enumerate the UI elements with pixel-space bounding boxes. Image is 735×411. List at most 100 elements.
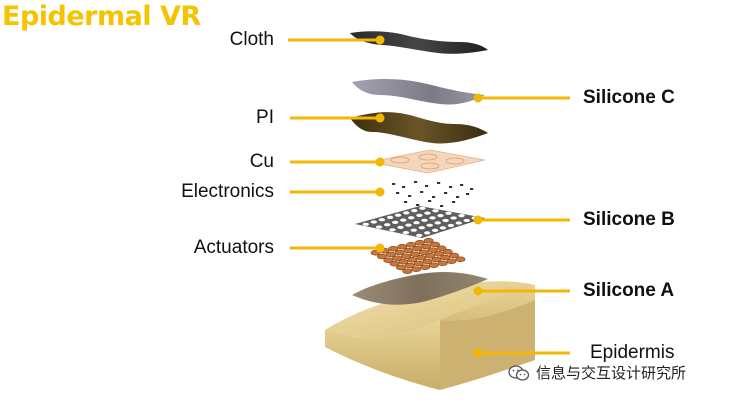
label-silicone-b: Silicone B [583, 209, 675, 230]
dot-silicone-a [473, 286, 483, 296]
silicone-b-hole [455, 221, 462, 225]
dot-cu [375, 157, 385, 167]
electronic-chip [470, 188, 474, 190]
electronic-chip [466, 193, 470, 195]
electronic-chip [414, 181, 418, 183]
electronic-chip [437, 182, 441, 184]
actuator-disc [440, 254, 451, 261]
silicone-b-hole [424, 231, 431, 235]
layer-silicone-c [352, 79, 485, 105]
electronic-chip [452, 201, 456, 203]
label-epidermis: Epidermis [590, 342, 675, 363]
actuator-disc [449, 252, 460, 259]
silicone-b-hole [429, 216, 436, 220]
actuator-disc [404, 262, 415, 269]
actuator-disc [455, 256, 466, 262]
actuator-disc [414, 240, 425, 246]
dot-actuators [375, 243, 385, 253]
silicone-b-hole [426, 223, 433, 227]
actuator-disc [403, 247, 414, 254]
actuator-disc [420, 264, 430, 270]
label-actuators: Actuators [193, 237, 274, 258]
silicone-b-hole [418, 226, 425, 230]
silicone-b-hole [437, 214, 444, 218]
electronic-chip [420, 191, 424, 193]
actuator-disc [411, 266, 422, 272]
electronic-chip [416, 204, 420, 206]
label-electronics: Electronics [181, 181, 274, 202]
actuator-disc [422, 258, 433, 265]
watermark: 信息与交互设计研究所 [508, 362, 686, 383]
diagram-title: Epidermal VR [2, 1, 201, 32]
actuator-disc [421, 243, 432, 250]
silicone-b-hole [447, 223, 455, 228]
electronic-chip [428, 200, 432, 202]
actuator-disc [401, 253, 411, 259]
silicone-b-hole [410, 228, 417, 232]
actuator-disc [407, 257, 418, 263]
actuator-disc [402, 268, 413, 274]
silicone-b-hole [416, 233, 423, 237]
silicone-b-hole [384, 223, 391, 227]
actuator-disc [431, 256, 442, 263]
layer-cloth [350, 31, 488, 54]
silicone-b-hole [442, 218, 449, 223]
layer-pi [350, 112, 488, 144]
electronic-chip [440, 205, 444, 207]
electronic-chip [425, 185, 429, 187]
actuator-disc [406, 242, 416, 248]
actuator-disc [428, 262, 439, 268]
actuator-disc [425, 253, 435, 259]
electronic-chip [460, 184, 464, 186]
silicone-b-hole [413, 221, 420, 225]
silicone-b-hole [386, 215, 394, 219]
electronic-chip [444, 192, 448, 194]
silicone-b-hole [370, 220, 377, 224]
dot-silicone-c [473, 93, 483, 103]
silicone-b-hole [400, 218, 407, 222]
actuator-disc [430, 241, 441, 248]
silicone-b-hole [389, 228, 396, 232]
layer-silicone-a [352, 271, 488, 305]
actuator-disc [436, 245, 447, 251]
actuator-disc [383, 257, 394, 263]
layer-electronics [392, 181, 474, 207]
layer-actuators [370, 238, 466, 274]
wechat-icon [508, 364, 530, 381]
silicone-b-hole [439, 226, 447, 230]
electronic-chip [402, 186, 406, 188]
silicone-b-hole [394, 213, 402, 217]
electronic-chip [432, 196, 436, 198]
electronic-chip [396, 192, 400, 194]
dot-epidermis [473, 348, 483, 358]
actuator-disc [423, 238, 434, 244]
silicone-b-hole [405, 223, 412, 227]
silicone-b-hole [402, 231, 410, 235]
silicone-b-hole [403, 211, 410, 215]
electronic-chip [392, 183, 396, 185]
silicone-b-hole [419, 206, 426, 210]
silicone-b-hole [431, 228, 439, 232]
label-silicone-c: Silicone C [583, 87, 675, 108]
silicone-b-hole [378, 218, 386, 222]
label-silicone-a: Silicone A [583, 280, 675, 301]
label-cu: Cu [249, 151, 274, 172]
dot-pi [375, 113, 385, 123]
silicone-b-hole [432, 209, 439, 213]
actuator-disc [392, 255, 403, 261]
actuator-disc [413, 260, 424, 267]
actuator-disc [409, 251, 420, 257]
actuator-disc [437, 260, 448, 266]
label-cloth: Cloth [229, 29, 274, 50]
actuator-disc [416, 255, 427, 261]
label-pi: PI [256, 107, 274, 128]
silicone-b-hole [458, 214, 465, 218]
silicone-b-hole [445, 211, 452, 215]
silicone-b-hole [397, 225, 404, 229]
silicone-b-hole [392, 220, 399, 224]
actuator-disc [395, 264, 406, 271]
actuator-disc [427, 247, 438, 253]
actuator-disc [446, 258, 457, 264]
electronic-chip [456, 196, 460, 198]
layer-cu [369, 149, 486, 174]
